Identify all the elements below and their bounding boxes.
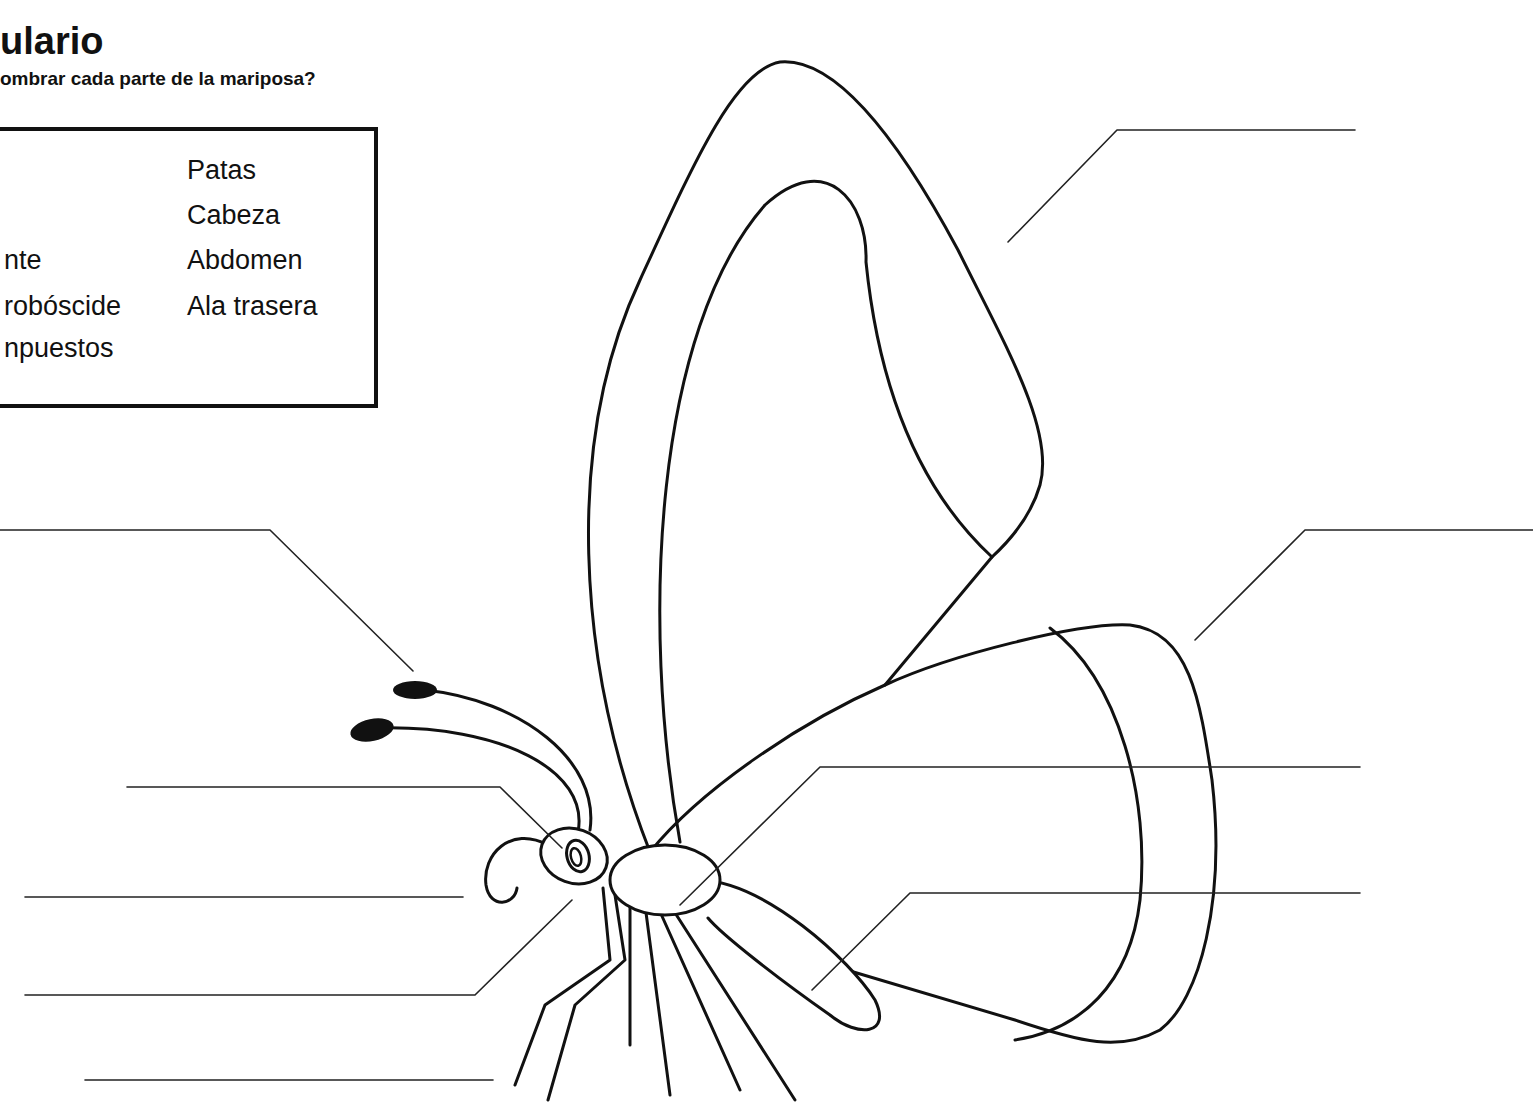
vocabulary-word: Ala trasera (187, 293, 318, 320)
thorax (610, 845, 720, 915)
compound-eye (563, 838, 593, 875)
vocabulary-word: Patas (187, 157, 256, 184)
compound-eye-inner (569, 847, 583, 867)
antennae (348, 681, 591, 832)
legs (515, 888, 795, 1100)
abdomen (700, 880, 880, 1030)
vocabulary-word: robóscide (4, 293, 121, 320)
hindwing (650, 625, 1216, 1043)
answer-lines (0, 130, 1533, 1080)
vocabulary-word: npuestos (4, 335, 114, 362)
vocabulary-word: Cabeza (187, 202, 280, 229)
vocabulary-word: nte (4, 247, 42, 274)
instruction-text: ombrar cada parte de la mariposa? (0, 68, 316, 90)
hindwing-band (1015, 628, 1142, 1040)
word-bank-box: nte robóscide npuestos PatasCabezaAbdomenAl… (0, 127, 378, 408)
head (533, 819, 615, 893)
forewing (589, 62, 1043, 852)
proboscis (486, 839, 548, 903)
vocabulary-word: Abdomen (187, 247, 303, 274)
forewing-inner (660, 181, 992, 842)
worksheet-title: ulario (0, 20, 103, 63)
